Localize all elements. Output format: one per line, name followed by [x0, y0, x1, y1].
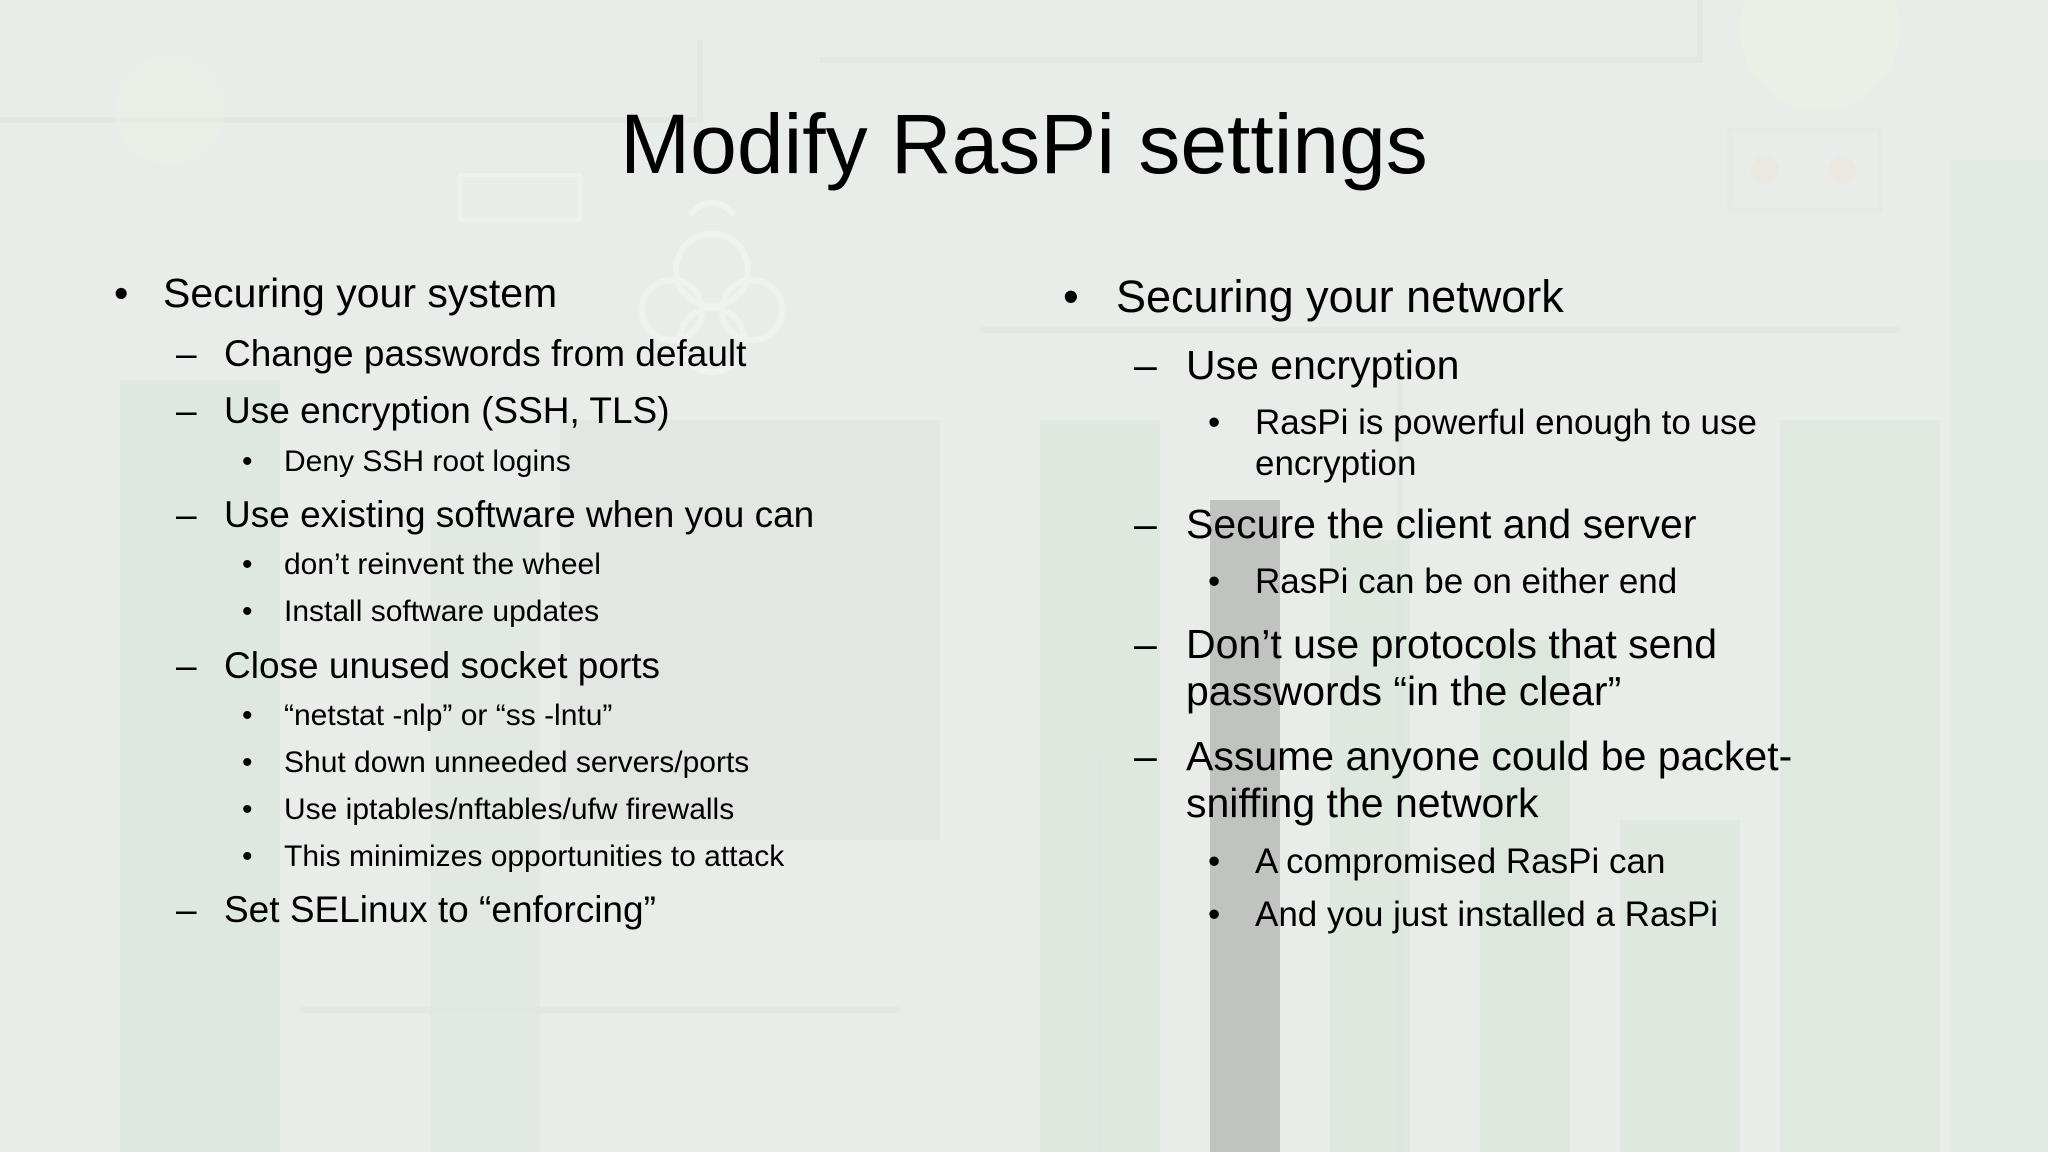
slide-title: Modify RasPi settings [620, 97, 1428, 191]
left-subitem: This minimizes opportunities to attack [284, 840, 785, 873]
level3-bullet: • [1208, 403, 1221, 442]
right-subitem: RasPi can be on either end [1255, 562, 1678, 601]
level3-bullet: • [1208, 895, 1221, 934]
left-item: Set SELinux to “enforcing” [224, 889, 656, 930]
left-item: Use encryption (SSH, TLS) [224, 390, 670, 431]
right-item-continued: passwords “in the clear” [1186, 668, 1622, 714]
level2-dash: – [176, 390, 197, 431]
level1-bullet: • [114, 270, 129, 316]
right-item: Assume anyone could be packet- [1186, 733, 1793, 779]
left-subitem: “netstat -nlp” or “ss -lntu” [284, 699, 613, 732]
level2-dash: – [176, 494, 197, 535]
level3-bullet: • [242, 699, 253, 732]
level3-bullet: • [242, 746, 253, 779]
level1-bullet: • [1063, 271, 1079, 322]
right-subitem: A compromised RasPi can [1255, 842, 1666, 881]
right-subitem: RasPi is powerful enough to use [1255, 403, 1757, 442]
level2-dash: – [1134, 342, 1157, 388]
left-item: Use existing software when you can [224, 494, 815, 535]
level3-bullet: • [242, 445, 253, 478]
right-subitem: And you just installed a RasPi [1255, 895, 1719, 934]
left-subitem: don’t reinvent the wheel [284, 548, 601, 581]
level3-bullet: • [242, 595, 253, 628]
left-subitem: Deny SSH root logins [284, 445, 571, 478]
left-item: Change passwords from default [224, 333, 747, 374]
level3-bullet: • [1208, 842, 1221, 881]
level3-bullet: • [242, 793, 253, 826]
right-heading: Securing your network [1116, 271, 1564, 322]
left-subitem: Use iptables/nftables/ufw firewalls [284, 793, 735, 826]
level2-dash: – [176, 645, 197, 686]
right-item: Secure the client and server [1186, 501, 1697, 547]
right-item: Use encryption [1186, 342, 1460, 388]
left-subitem: Install software updates [284, 595, 600, 628]
level2-dash: – [1134, 501, 1157, 547]
left-subitem: Shut down unneeded servers/ports [284, 746, 750, 779]
level2-dash: – [176, 333, 197, 374]
left-heading: Securing your system [163, 270, 558, 316]
right-item-continued: sniffing the network [1186, 780, 1539, 826]
right-item: Don’t use protocols that send [1186, 621, 1718, 667]
level3-bullet: • [242, 840, 253, 873]
level3-bullet: • [242, 548, 253, 581]
right-subitem-continued: encryption [1255, 444, 1417, 483]
level2-dash: – [1134, 621, 1157, 667]
level2-dash: – [176, 889, 197, 930]
left-item: Close unused socket ports [224, 645, 661, 686]
level2-dash: – [1134, 733, 1157, 779]
level3-bullet: • [1208, 562, 1221, 601]
